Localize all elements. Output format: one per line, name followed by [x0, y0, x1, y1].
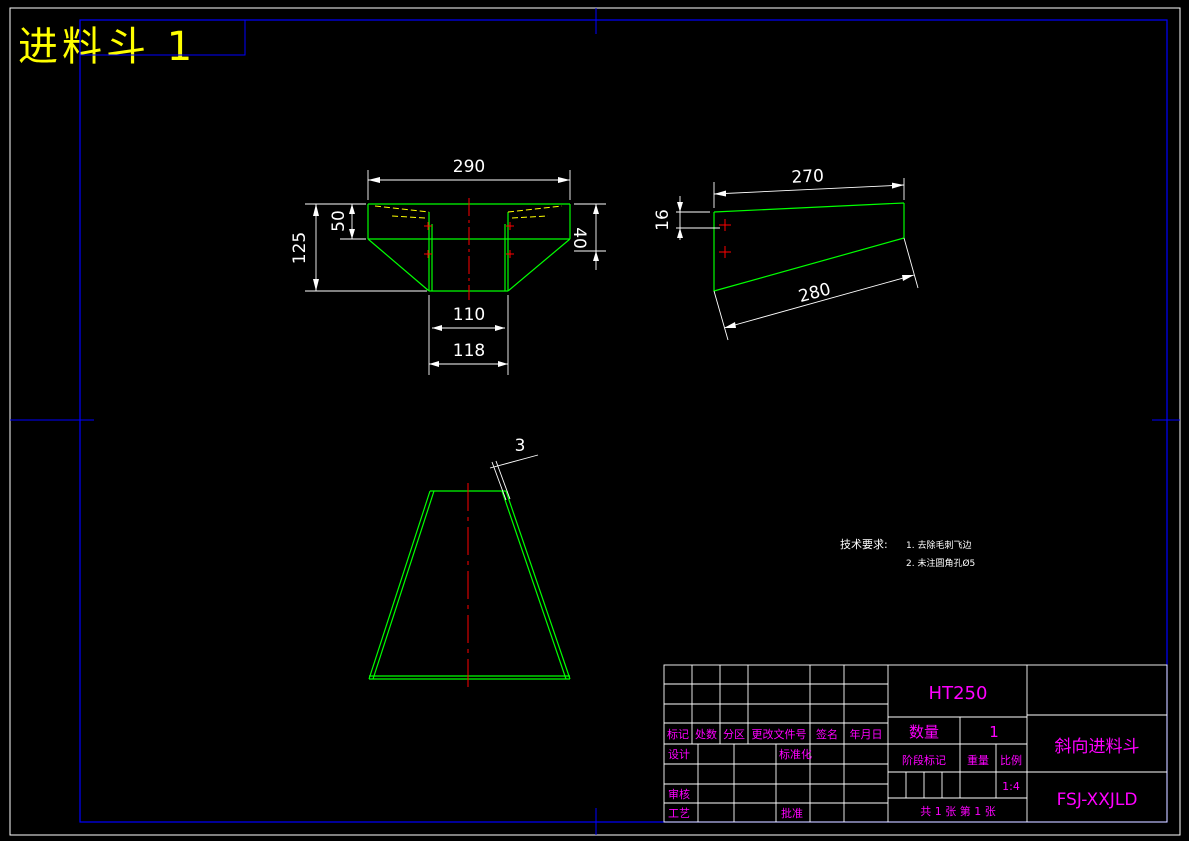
tb-rev-mark: 标记 [667, 727, 689, 741]
tech-item-1: 1. 去除毛刺飞边 [906, 539, 971, 551]
bottom-outline [368, 490, 571, 680]
tb-approve: 批准 [781, 806, 803, 820]
bottom-view: 3 [368, 436, 571, 693]
dim-110: 110 [453, 305, 485, 325]
tb-stage-mark: 阶段标记 [902, 753, 946, 767]
inner-border [79, 19, 1168, 823]
dim-50: 50 [329, 210, 349, 232]
dim-290: 290 [453, 157, 485, 177]
tb-weight: 重量 [967, 753, 989, 767]
front-hidden-lines [374, 205, 563, 219]
front-outline [367, 203, 571, 292]
bottom-dimension-lines [489, 454, 539, 501]
tb-rev-docno: 更改文件号 [752, 727, 807, 741]
tb-quantity-value: 1 [989, 723, 999, 741]
dim-16: 16 [653, 209, 673, 231]
side-dimension-lines [676, 178, 919, 341]
dim-3: 3 [515, 436, 526, 456]
title-box [79, 19, 246, 56]
side-arrows [677, 182, 914, 328]
tb-design: 设计 [668, 748, 690, 761]
side-view: 270 16 280 [653, 166, 919, 341]
tb-part-name: 斜向进料斗 [1055, 737, 1140, 757]
tb-scale-label: 比例 [1000, 753, 1022, 767]
front-centerlines [424, 198, 514, 300]
dim-125: 125 [290, 232, 310, 264]
title-block-text: 标记 处数 分区 更改文件号 签名 年月日 设计 标准化 审核 工艺 批准 HT… [667, 683, 1140, 820]
tb-review: 审核 [668, 787, 690, 801]
tb-standardize: 标准化 [779, 747, 812, 761]
tb-rev-date: 年月日 [850, 727, 883, 741]
front-view: 290 125 50 40 110 118 [290, 157, 606, 375]
side-outline [713, 202, 905, 292]
dim-118: 118 [453, 341, 485, 361]
tb-process: 工艺 [668, 807, 690, 820]
tech-item-2: 2. 未注圆角孔Ø5 [906, 557, 975, 569]
tb-drawing-no: FSJ-XXJLD [1057, 790, 1138, 810]
tb-material: HT250 [929, 683, 988, 704]
side-centerlines [719, 219, 731, 258]
tb-rev-zone: 分区 [723, 728, 745, 741]
title-block: 标记 处数 分区 更改文件号 签名 年月日 设计 标准化 审核 工艺 批准 HT… [663, 664, 1168, 823]
tech-requirements: 技术要求: 1. 去除毛刺飞边 2. 未注圆角孔Ø5 [840, 538, 975, 569]
dim-270: 270 [791, 166, 824, 188]
dim-40: 40 [569, 227, 589, 249]
dim-280: 280 [796, 279, 833, 307]
centering-marks [10, 8, 1180, 835]
tb-quantity-label: 数量 [909, 723, 939, 741]
tech-heading: 技术要求: [840, 538, 888, 551]
tb-sheets: 共 1 张 第 1 张 [920, 804, 995, 818]
outer-frame [9, 7, 1181, 836]
tb-rev-sign: 签名 [816, 727, 838, 741]
front-arrows [313, 177, 599, 367]
drawing-title: 进料斗 1 [18, 24, 197, 70]
tb-rev-count: 处数 [695, 728, 717, 741]
tb-scale-value: 1:4 [1002, 780, 1020, 793]
title-block-grid [663, 664, 1168, 823]
